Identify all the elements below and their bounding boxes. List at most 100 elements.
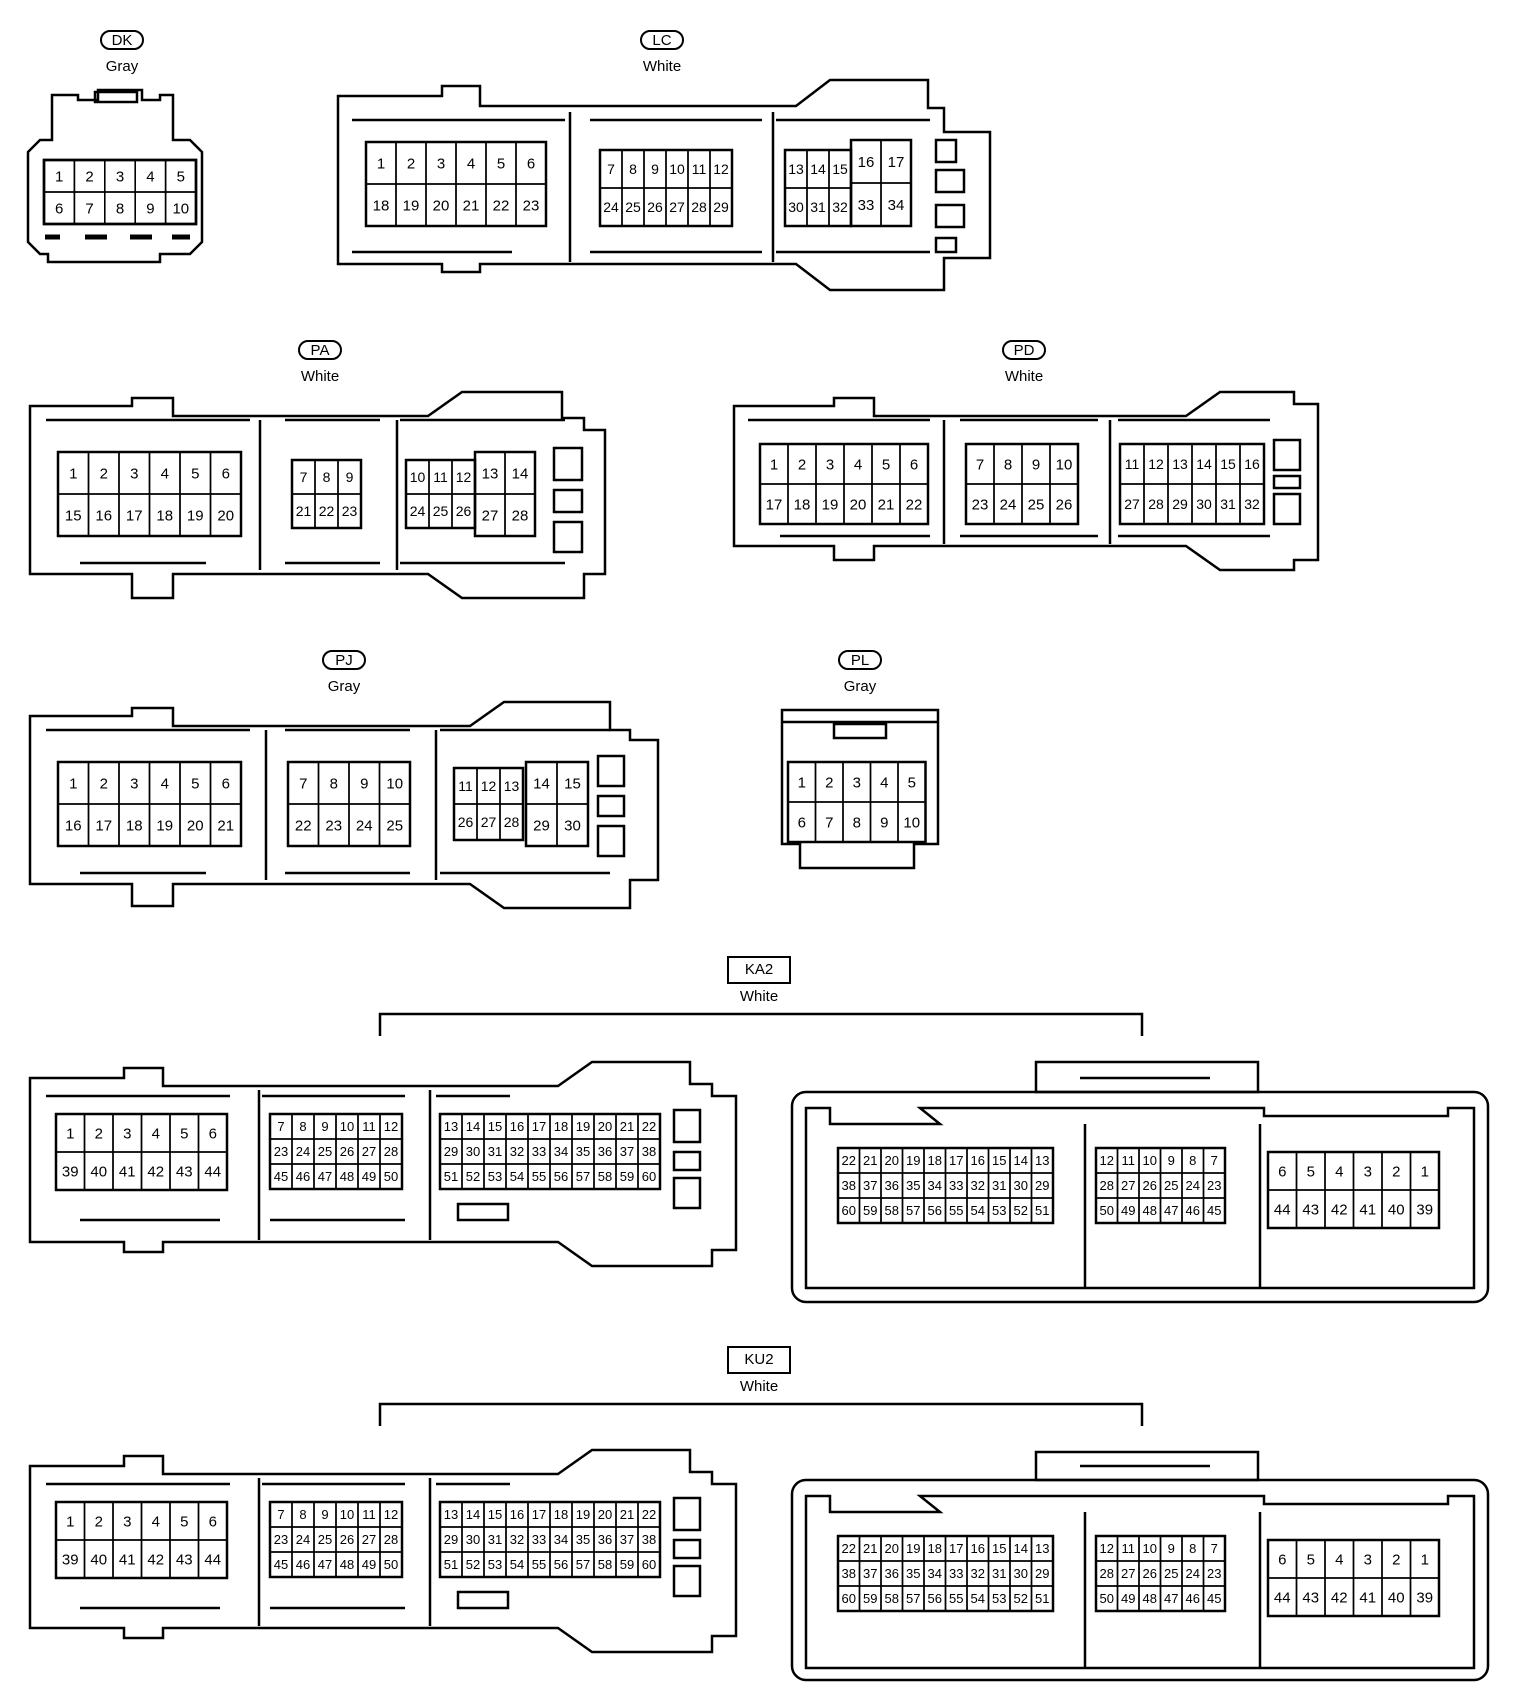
- pin-number: 10: [386, 775, 403, 792]
- pin-number: 2: [798, 456, 806, 473]
- pin-number: 51: [444, 1557, 458, 1572]
- pin-number: 7: [1211, 1541, 1218, 1556]
- pin-number: 28: [1100, 1566, 1114, 1581]
- pin-number: 53: [992, 1203, 1006, 1218]
- pin-number: 18: [373, 197, 390, 214]
- pin-number: 28: [384, 1144, 398, 1159]
- pin-number: 58: [598, 1169, 612, 1184]
- pin-number: 9: [880, 814, 888, 831]
- pin-number: 26: [340, 1144, 354, 1159]
- pin-cell: [499, 803, 524, 841]
- pin-number: 17: [949, 1153, 963, 1168]
- pin-number: 49: [362, 1169, 376, 1184]
- pin-number: 21: [217, 817, 234, 834]
- pin-number: 1: [1421, 1551, 1429, 1568]
- pin-number: 37: [863, 1566, 877, 1581]
- pin-number: 14: [1014, 1153, 1028, 1168]
- pin-number: 40: [1388, 1201, 1405, 1218]
- pin-number: 19: [906, 1153, 920, 1168]
- pin-number: 5: [180, 1125, 188, 1142]
- pin-number: 29: [1172, 496, 1188, 512]
- pin-number: 54: [510, 1169, 524, 1184]
- pin-number: 8: [629, 161, 637, 177]
- pin-number: 7: [976, 456, 984, 473]
- pin-number: 44: [1274, 1201, 1291, 1218]
- pin-number: 34: [888, 197, 905, 214]
- pin-number: 48: [1143, 1591, 1157, 1606]
- pin-number: 8: [1189, 1153, 1196, 1168]
- pin-number: 13: [482, 465, 499, 482]
- pin-number: 47: [1164, 1203, 1178, 1218]
- pin-number: 13: [444, 1119, 458, 1134]
- pin-number: 45: [1207, 1203, 1221, 1218]
- pin-number: 11: [433, 469, 448, 485]
- pin-number: 9: [651, 161, 659, 177]
- pin-number: 25: [318, 1532, 332, 1547]
- pin-number: 32: [510, 1532, 524, 1547]
- pin-number: 25: [386, 817, 403, 834]
- pin-number: 30: [1014, 1178, 1028, 1193]
- pin-cell: [1049, 483, 1079, 525]
- pin-number: 21: [463, 197, 480, 214]
- pin-number: 2: [85, 168, 93, 185]
- pin-number: 35: [576, 1144, 590, 1159]
- pin-number: 17: [888, 154, 905, 171]
- pin-number: 55: [532, 1557, 546, 1572]
- pin-number: 22: [642, 1507, 656, 1522]
- pin-number: 16: [65, 817, 82, 834]
- pin-number: 5: [1307, 1551, 1315, 1568]
- pin-number: 4: [1335, 1163, 1343, 1180]
- pin-number: 56: [554, 1169, 568, 1184]
- pin-number: 39: [62, 1163, 79, 1180]
- pin-number: 37: [620, 1532, 634, 1547]
- pin-number: 22: [842, 1541, 856, 1556]
- pin-number: 11: [458, 778, 473, 794]
- pin-number: 41: [1359, 1589, 1376, 1606]
- pin-number: 31: [1220, 496, 1236, 512]
- pin-number: 25: [1164, 1566, 1178, 1581]
- pin-number: 9: [1168, 1541, 1175, 1556]
- pin-number: 15: [1220, 456, 1236, 472]
- pin-number: 39: [1416, 1201, 1433, 1218]
- pin-number: 50: [384, 1169, 398, 1184]
- pin-number: 36: [598, 1144, 612, 1159]
- pin-number: 47: [1164, 1591, 1178, 1606]
- pin-number: 10: [172, 200, 189, 217]
- pin-number: 23: [274, 1144, 288, 1159]
- connector-ka2-bracket: [378, 1012, 1144, 1036]
- pin-number: 30: [788, 199, 804, 215]
- pin-number: 8: [1004, 456, 1012, 473]
- pin-number: 60: [642, 1169, 656, 1184]
- pin-number: 12: [384, 1119, 398, 1134]
- pin-number: 47: [318, 1557, 332, 1572]
- pin-number: 15: [488, 1507, 502, 1522]
- pin-number: 16: [510, 1507, 524, 1522]
- pin-number: 31: [488, 1144, 502, 1159]
- pin-number: 34: [928, 1566, 942, 1581]
- pin-number: 3: [130, 465, 138, 482]
- pin-number: 58: [598, 1557, 612, 1572]
- pin-number: 30: [1014, 1566, 1028, 1581]
- pin-number: 12: [1148, 456, 1164, 472]
- pin-cell: [209, 493, 242, 537]
- pin-number: 8: [330, 775, 338, 792]
- pin-number: 58: [885, 1203, 899, 1218]
- pin-number: 25: [625, 199, 641, 215]
- pin-number: 32: [510, 1144, 524, 1159]
- pin-number: 13: [788, 161, 804, 177]
- pin-number: 46: [1186, 1203, 1200, 1218]
- pin-number: 53: [488, 1169, 502, 1184]
- pin-number: 34: [554, 1144, 568, 1159]
- pin-cell: [164, 191, 197, 225]
- pin-number: 14: [533, 775, 550, 792]
- pin-number: 20: [598, 1507, 612, 1522]
- pin-number: 19: [403, 197, 420, 214]
- pin-number: 41: [119, 1551, 136, 1568]
- pin-number: 13: [1035, 1153, 1049, 1168]
- pin-number: 6: [55, 200, 63, 217]
- pin-number: 26: [340, 1532, 354, 1547]
